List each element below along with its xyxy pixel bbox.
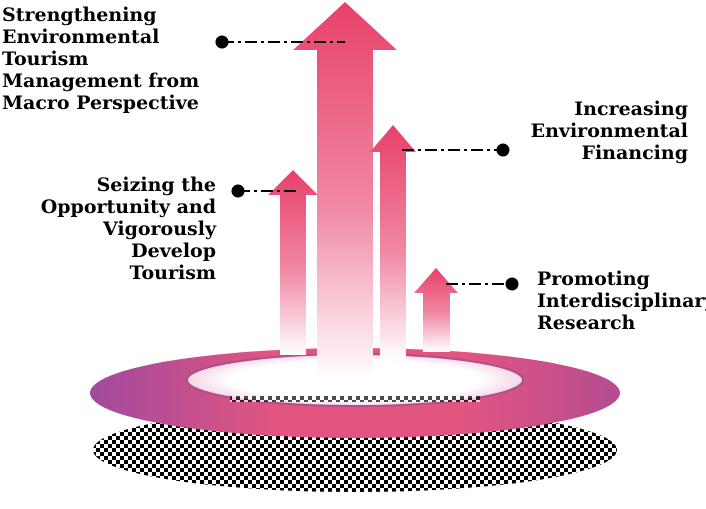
label-macro-perspective: Strengthening Environmental Tourism Mana…	[2, 4, 200, 114]
label-environmental-financing: Increasing Environmental Financing	[530, 98, 688, 164]
connector-dot-research	[505, 277, 519, 291]
arrow-seizing	[268, 170, 318, 355]
arrow-macro	[293, 2, 397, 380]
platform-speckle	[230, 396, 480, 402]
connector-dot-financing	[496, 143, 510, 157]
arrow-financing	[370, 125, 416, 360]
arrow-research	[414, 268, 458, 352]
connector-dot-macro	[215, 35, 229, 49]
label-seizing-opportunity: Seizing the Opportunity and Vigorously D…	[40, 174, 216, 284]
label-interdisciplinary-research: Promoting Interdisciplinary Research	[537, 268, 706, 334]
connector-dot-seizing	[231, 184, 245, 198]
